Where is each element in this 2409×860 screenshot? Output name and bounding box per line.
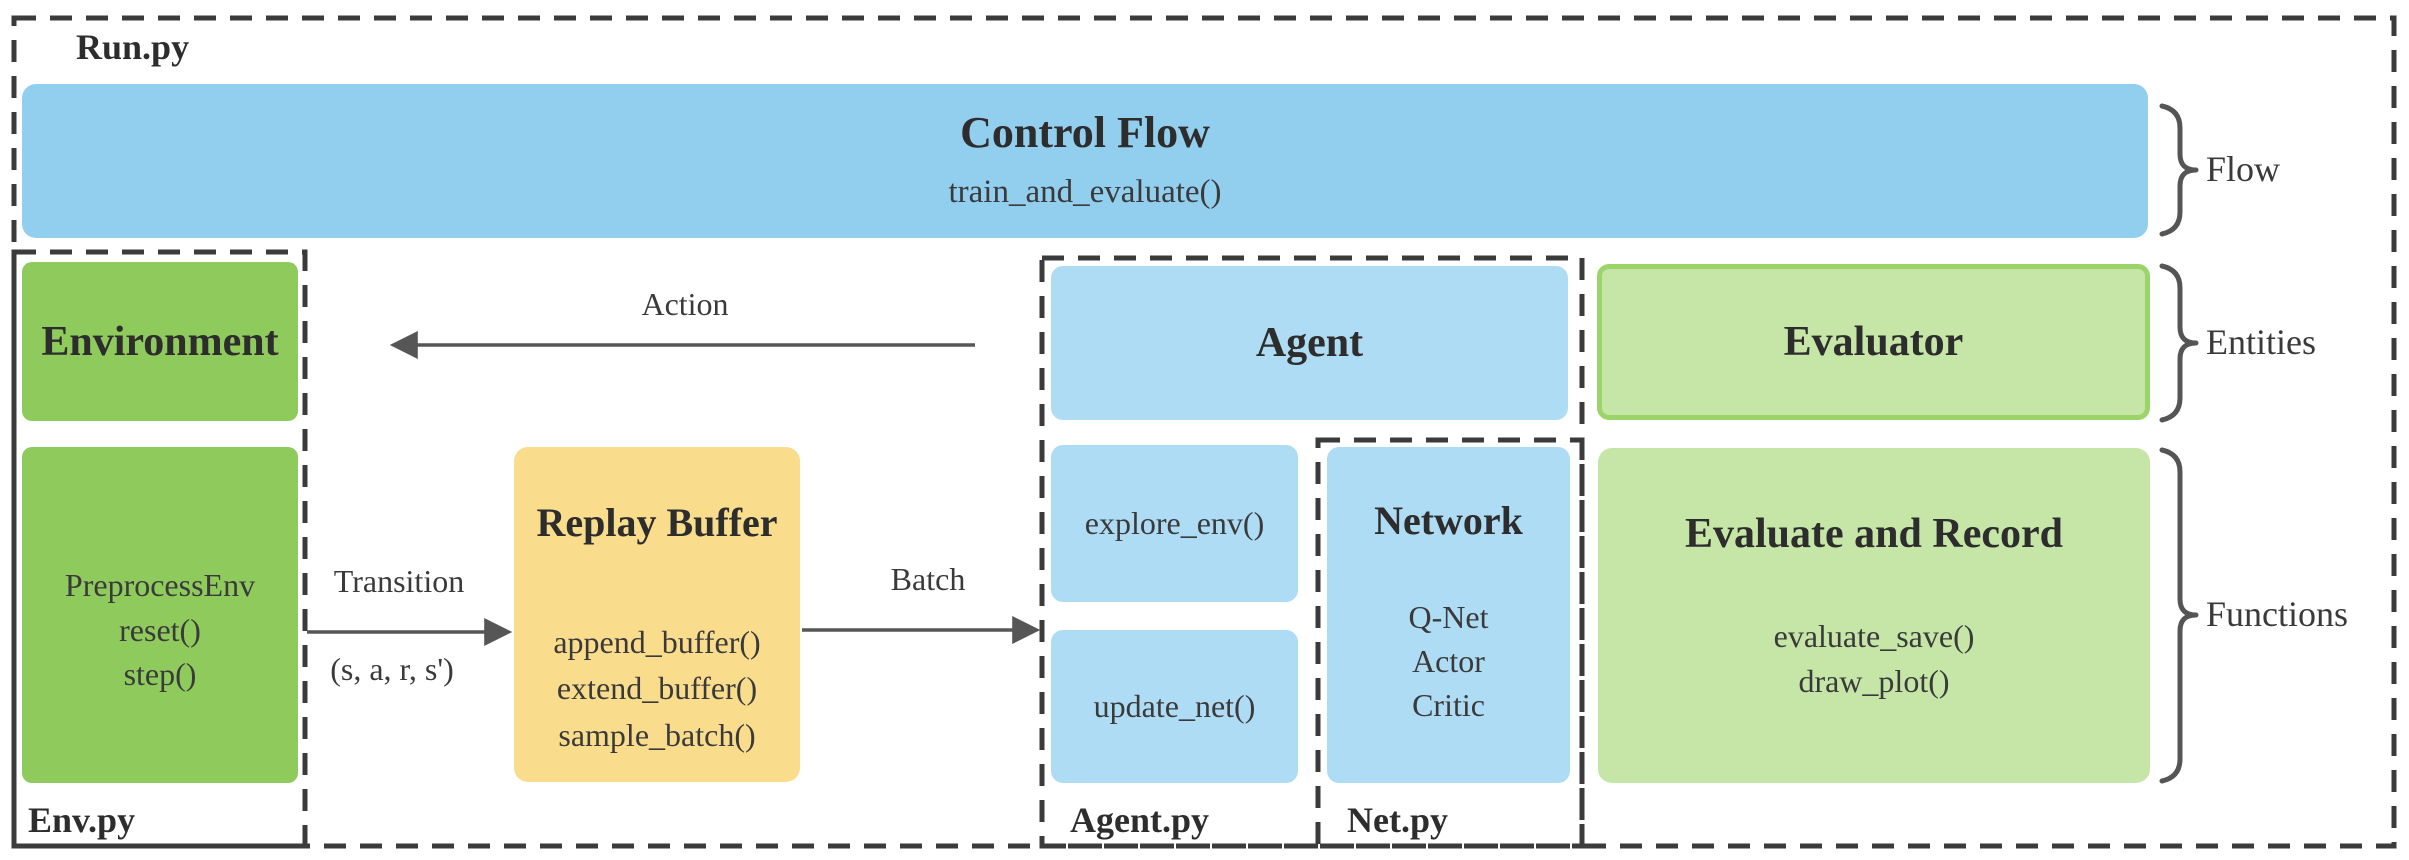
- environment-title: Environment: [41, 318, 279, 365]
- file-label-env-py: Env.py: [28, 800, 136, 840]
- append-buffer-line: append_buffer(): [553, 624, 761, 660]
- network-title: Network: [1374, 498, 1523, 543]
- evaluate-save-line: evaluate_save(): [1773, 618, 1975, 654]
- transition-payload-label: (s, a, r, s'): [330, 651, 454, 687]
- preprocess-env-line: PreprocessEnv: [64, 566, 256, 603]
- action-arrow-label: Action: [641, 286, 729, 322]
- sample-batch-line: sample_batch(): [558, 716, 756, 753]
- q-net-line: Q-Net: [1408, 599, 1489, 635]
- agent-box: Agent: [1051, 266, 1568, 420]
- evaluate-and-record-title: Evaluate and Record: [1685, 511, 2063, 557]
- entities-group-label: Entities: [2206, 322, 2316, 362]
- batch-arrow-label: Batch: [890, 561, 966, 597]
- file-label-agent-py: Agent.py: [1070, 800, 1210, 840]
- draw-plot-line: draw_plot(): [1798, 662, 1950, 699]
- explore-env-label: explore_env(): [1084, 505, 1265, 542]
- step-function-line: step(): [123, 656, 197, 693]
- actor-line: Actor: [1412, 643, 1485, 680]
- update-net-label: update_net(): [1093, 688, 1256, 725]
- update-net-box: update_net(): [1051, 630, 1298, 783]
- entities-brace: [2159, 263, 2199, 423]
- explore-env-box: explore_env(): [1051, 445, 1298, 602]
- evaluate-and-record-box: Evaluate and Record evaluate_save() draw…: [1598, 448, 2150, 783]
- evaluator-box: Evaluator: [1597, 264, 2150, 420]
- preprocess-env-box: PreprocessEnv reset() step(): [22, 447, 298, 783]
- reset-function-line: reset(): [119, 611, 201, 648]
- control-flow-title: Control Flow: [960, 108, 1210, 158]
- flow-brace: [2159, 103, 2199, 237]
- replay-buffer-title: Replay Buffer: [536, 500, 778, 545]
- replay-buffer-functions: append_buffer() extend_buffer() sample_b…: [553, 619, 760, 758]
- agent-title: Agent: [1255, 320, 1364, 366]
- control-flow-box: Control Flow train_and_evaluate(): [22, 84, 2148, 238]
- environment-box: Environment: [22, 262, 298, 421]
- extend-buffer-line: extend_buffer(): [556, 670, 758, 707]
- replay-buffer-box: Replay Buffer append_buffer() extend_buf…: [514, 447, 800, 782]
- control-flow-function: train_and_evaluate(): [948, 173, 1222, 210]
- functions-group-label: Functions: [2206, 594, 2349, 634]
- evaluate-and-record-functions: evaluate_save() draw_plot(): [1774, 614, 1975, 704]
- file-label-run-py: Run.py: [76, 27, 190, 67]
- flow-group-label: Flow: [2206, 149, 2281, 189]
- file-label-net-py: Net.py: [1347, 800, 1448, 840]
- critic-line: Critic: [1412, 687, 1485, 724]
- transition-arrow-label: Transition: [333, 563, 465, 599]
- network-items: Q-Net Actor Critic: [1409, 595, 1489, 727]
- evaluator-title: Evaluator: [1783, 319, 1964, 365]
- functions-brace: [2159, 447, 2199, 784]
- network-box: Network Q-Net Actor Critic: [1327, 447, 1570, 783]
